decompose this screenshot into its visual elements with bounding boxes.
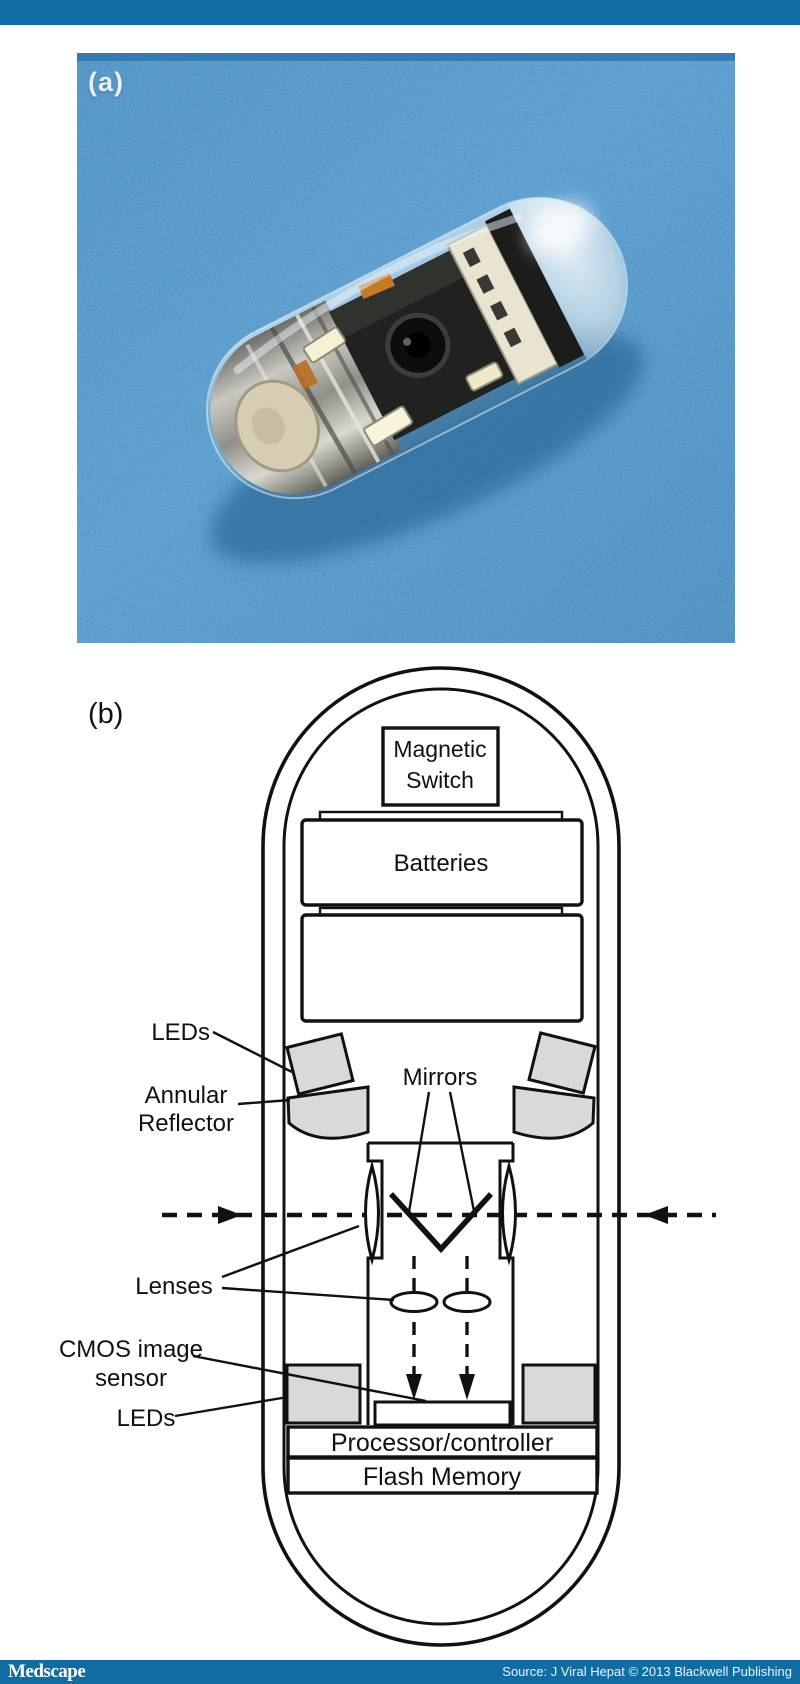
battery-box-2 xyxy=(300,913,584,1023)
magnetic-switch-label-1: Magnetic xyxy=(393,736,486,762)
capsule-shadow xyxy=(210,332,644,564)
photo-top-edge xyxy=(77,53,735,61)
footer-bar: Medscape Source: J Viral Hepat © 2013 Bl… xyxy=(0,1660,800,1684)
processor-label: Processor/controller xyxy=(331,1429,553,1457)
camera-housing xyxy=(366,1141,515,1425)
mirrors-label: Mirrors xyxy=(403,1064,478,1091)
cmos-label-2: sensor xyxy=(95,1365,167,1392)
flash-memory-box xyxy=(286,1456,599,1495)
lens-small-left xyxy=(389,1291,439,1313)
flex-cable xyxy=(358,272,395,299)
annular-reflector-right xyxy=(512,1085,596,1140)
annular-reflector-label-2: Reflector xyxy=(138,1110,234,1137)
ray-arrow-left xyxy=(406,1374,422,1400)
batteries-box xyxy=(300,818,584,907)
medscape-logo: Medscape xyxy=(8,1661,86,1682)
panel-a-label: (a) xyxy=(88,67,124,97)
led-top-left xyxy=(285,1032,355,1096)
annular-reflector-left xyxy=(286,1085,370,1140)
lens-right xyxy=(501,1160,517,1266)
flex-cable xyxy=(291,359,318,391)
source-credit: Source: J Viral Hepat © 2013 Blackwell P… xyxy=(502,1664,792,1679)
capsule-photo: (a) xyxy=(77,53,735,643)
capsule-inner-shell xyxy=(282,687,600,1626)
axis-arrow-right xyxy=(644,1206,668,1224)
lens-small-right xyxy=(442,1291,492,1313)
cmos-sensor-box xyxy=(373,1400,512,1427)
magnetic-switch-box xyxy=(381,726,500,807)
capsule-photo-art xyxy=(77,53,735,643)
led-top-right xyxy=(527,1031,597,1095)
leader-lines xyxy=(174,1030,476,1418)
led-bottom-left xyxy=(285,1363,362,1425)
ray-arrow-right xyxy=(459,1374,475,1400)
axis-arrow-left xyxy=(218,1206,242,1224)
led-chip xyxy=(302,326,346,364)
lens-left xyxy=(364,1160,380,1266)
capsule-schematic: Magnetic Switch Batteries LEDs Annular R… xyxy=(59,666,716,1647)
led-chip xyxy=(363,405,413,447)
capsule-outer-shell xyxy=(261,666,621,1647)
led-chip xyxy=(465,361,504,392)
leds-bottom-label: LEDs xyxy=(117,1405,176,1432)
panel-b-label: (b) xyxy=(88,698,124,730)
cmos-label-1: CMOS image xyxy=(59,1336,203,1363)
leds-top-label: LEDs xyxy=(151,1019,210,1046)
dome-highlight xyxy=(528,203,592,253)
magnetic-switch-label-2: Switch xyxy=(406,767,474,793)
mirrors-shape xyxy=(388,1192,494,1254)
flash-memory-label: Flash Memory xyxy=(363,1463,522,1491)
capsule-device xyxy=(205,196,629,500)
top-bar xyxy=(0,0,800,25)
led-bottom-right xyxy=(521,1363,597,1425)
dark-band xyxy=(484,208,585,368)
batteries-label: Batteries xyxy=(394,850,489,877)
lenses-label: Lenses xyxy=(135,1273,212,1300)
annular-reflector-label-1: Annular xyxy=(145,1082,228,1109)
